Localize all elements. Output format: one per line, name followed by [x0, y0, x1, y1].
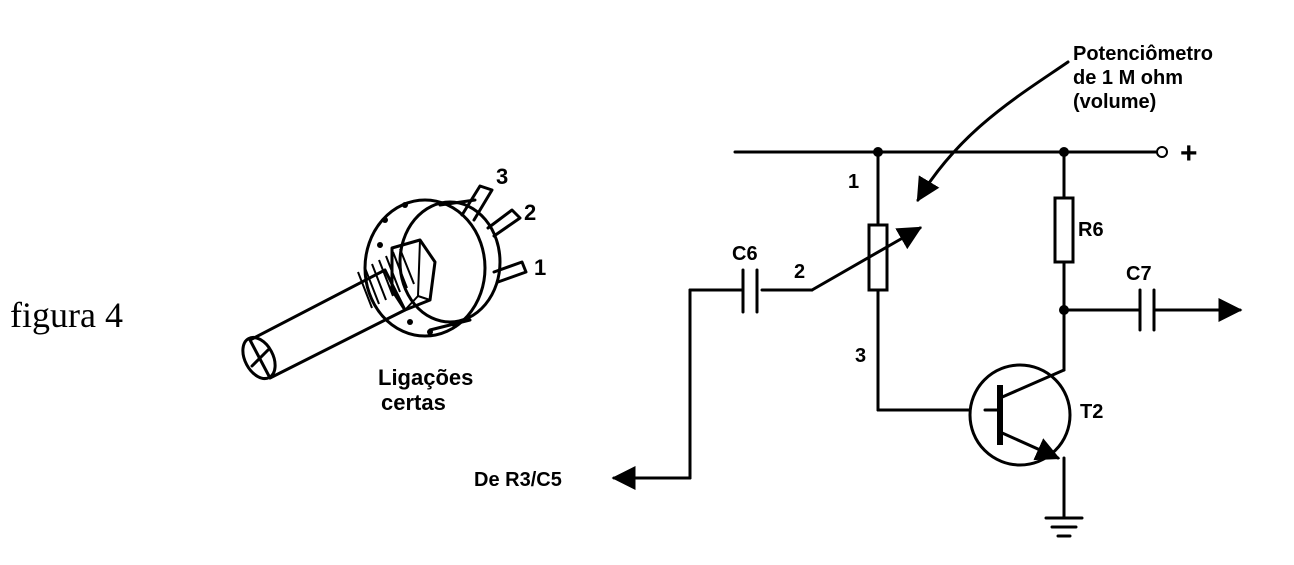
supply-terminal: [1156, 146, 1168, 158]
r6-label: R6: [1078, 219, 1104, 241]
transistor-t2: [968, 363, 1072, 467]
pot-pin-label-2: 2: [524, 200, 536, 225]
pot-pin3-label: 3: [855, 345, 866, 367]
input-label: De R3/C5: [474, 469, 562, 491]
pot-note-line1: Potenciômetro: [1073, 43, 1213, 65]
schematic: + 1 3 2 Potenciômetro de 1 M ohm (volume…: [474, 43, 1243, 538]
supply-label: +: [1180, 137, 1198, 170]
transistor-emitter: [998, 430, 1061, 461]
annotation-arrow: [916, 60, 1070, 203]
c7-label: C7: [1126, 263, 1152, 285]
pot-caption-line1: Ligações: [378, 365, 473, 390]
pot-note-line3: (volume): [1073, 91, 1156, 113]
pot-note-line2: de 1 M ohm: [1073, 67, 1183, 89]
pot-pin-3: [460, 184, 494, 222]
t2-label: T2: [1080, 401, 1103, 423]
potentiometer-illustration: 3 2 1 Ligações certas: [241, 164, 546, 415]
c6-label: C6: [732, 243, 758, 265]
pot-caption-line2: certas: [381, 390, 446, 415]
figure-label: figura 4: [10, 295, 123, 335]
pot-nut: [390, 238, 437, 312]
transistor-collector: [998, 368, 1066, 400]
pot-wiper: [810, 226, 923, 292]
pot-body: [363, 198, 502, 338]
pot-pin-label-3: 3: [496, 164, 508, 189]
pot-pin-label-1: 1: [534, 255, 546, 280]
pot-pin-2: [486, 208, 522, 238]
pot-pin-1: [492, 260, 528, 284]
resistor-r6: [1053, 196, 1075, 264]
pot-pin1-label: 1: [848, 171, 859, 193]
potentiometer-symbol: [867, 223, 889, 292]
pot-pin2-label: 2: [794, 261, 805, 283]
